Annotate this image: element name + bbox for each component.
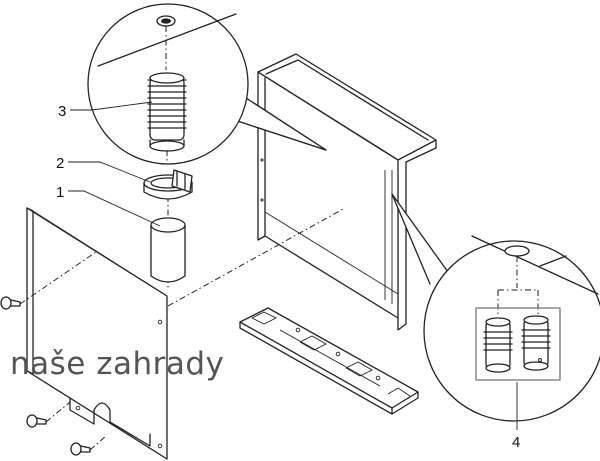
connector-pair-part-4 bbox=[483, 315, 551, 373]
bottom-rail bbox=[239, 307, 419, 415]
callout-2-label: 2 bbox=[56, 155, 64, 172]
callout-4-label: 4 bbox=[512, 434, 520, 451]
frame-housing bbox=[257, 53, 437, 331]
callout-3-label: 3 bbox=[58, 103, 66, 120]
drain-tube-part-1 bbox=[150, 217, 186, 283]
callout-1-label: 1 bbox=[56, 184, 64, 201]
watermark-text: naše zahrady bbox=[10, 346, 225, 382]
screw-bottom bbox=[70, 442, 91, 456]
callout-leaders bbox=[68, 101, 518, 430]
screw-lower-left bbox=[26, 414, 47, 428]
hose-clamp-part-2 bbox=[143, 169, 193, 200]
front-cover-panel bbox=[26, 207, 168, 460]
corrugated-hose-part-3 bbox=[147, 72, 187, 162]
detail-circle-bottom bbox=[391, 193, 600, 422]
screw-top-left bbox=[0, 296, 21, 310]
